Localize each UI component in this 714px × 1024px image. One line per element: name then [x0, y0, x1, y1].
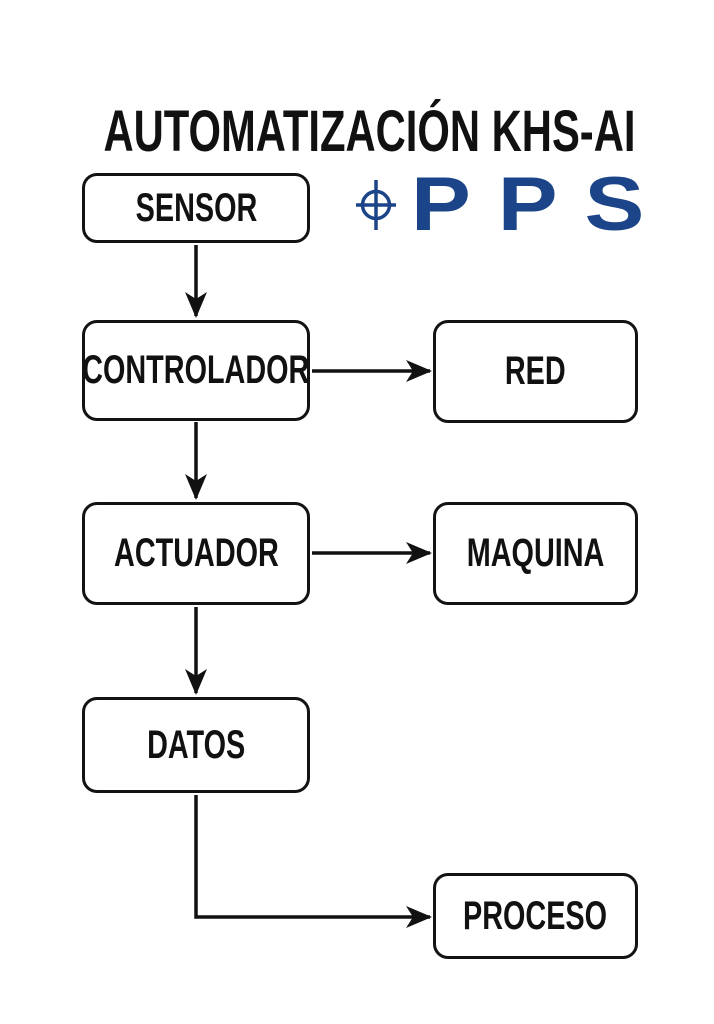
edge-datos-proceso — [194, 795, 432, 928]
node-maquina-label: MAQUINA — [466, 531, 605, 575]
node-proceso-label: PROCESO — [463, 893, 608, 938]
node-maquina: MAQUINA — [433, 502, 638, 605]
node-datos: DATOS — [82, 697, 310, 793]
node-sensor: SENSOR — [82, 173, 310, 243]
node-controlador-label: CONTROLADOR — [82, 348, 310, 392]
node-actuador-label: ACTUADOR — [113, 531, 279, 575]
page-title: AUTOMATIZACIÓN KHS-AI — [0, 98, 714, 164]
page-title-text: AUTOMATIZACIÓN KHS-AI — [103, 98, 636, 164]
node-red: RED — [433, 320, 638, 423]
node-datos-label: DATOS — [146, 722, 246, 767]
node-sensor-label: SENSOR — [135, 185, 257, 230]
node-red-label: RED — [505, 349, 566, 393]
node-actuador: ACTUADOR — [82, 502, 310, 605]
node-controlador: CONTROLADOR — [82, 320, 310, 421]
crosshair-icon — [356, 180, 396, 230]
node-proceso: PROCESO — [433, 873, 638, 959]
pps-logo: PPS — [347, 167, 644, 243]
pps-logo-text: PPS — [411, 162, 672, 247]
